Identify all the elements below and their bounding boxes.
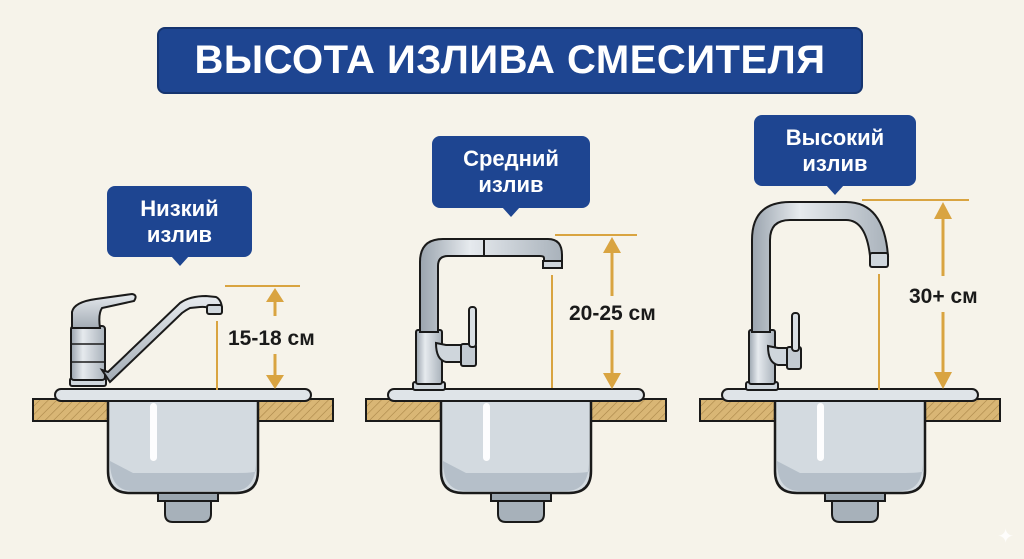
high-spout-label: Высокий излив [754,115,916,195]
high-faucet-group [698,199,1002,524]
low-height-label: 15-18 см [228,327,315,350]
medium-spout-label: Средний излив [432,136,590,217]
medium-faucet-group [364,234,668,524]
low-spout-label: Низкий излив [107,186,252,266]
page-title: ВЫСОТА ИЗЛИВА СМЕСИТЕЛЯ [157,27,863,94]
low-faucet-group [31,285,335,524]
sparkle-icon: ✦ [997,526,1014,548]
medium-height-label: 20-25 см [569,302,656,325]
high-height-label: 30+ см [909,285,978,308]
